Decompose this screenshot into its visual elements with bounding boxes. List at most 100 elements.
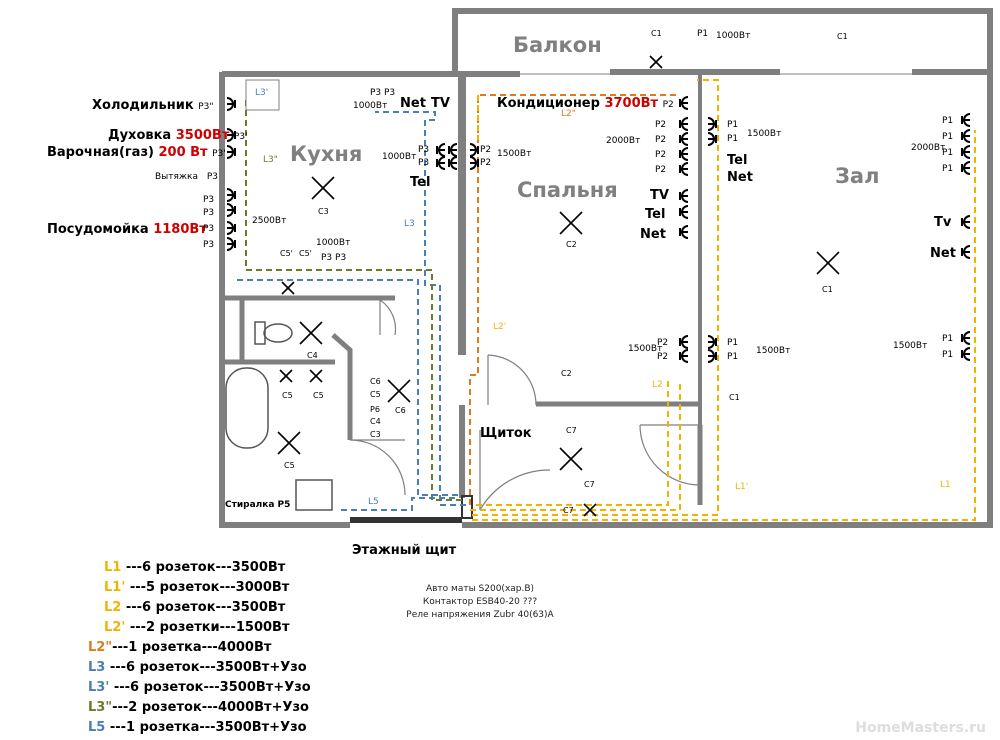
p2000-hall: 2000Вт: [911, 143, 946, 153]
bed-left-0: Р2: [480, 145, 492, 155]
legend-code: L5: [88, 720, 106, 735]
socket-icon: [961, 245, 971, 259]
net-bed: Net: [640, 227, 666, 242]
watermark: HomeMasters.ru: [855, 720, 986, 736]
sw-c4-r: С4: [370, 417, 381, 426]
washer-label: Стиралка Р5: [225, 500, 291, 510]
socket-icon: [226, 128, 236, 142]
line-L1p: [472, 79, 719, 516]
socket-icon: [707, 117, 717, 131]
dishwasher-label: Посудомойка 1180Вт: [47, 222, 207, 237]
tel-hall: Tel: [727, 153, 748, 168]
line-L3pp: [245, 100, 462, 501]
sw-c5p-2: С5': [299, 249, 312, 258]
lbl-L2p: L2': [493, 322, 507, 332]
dishwasher-name: Посудомойка: [47, 222, 149, 237]
sw-c1-balc2: С1: [837, 32, 848, 41]
legend-text: ---1 розетка---3500Вт+Узо: [105, 720, 307, 735]
tv-k: TV: [431, 96, 450, 111]
sw-c5p-1: С5': [280, 249, 293, 258]
lbl-L3pp: L3": [263, 155, 278, 165]
legend-text: ---2 розетки---1500Вт: [125, 620, 290, 635]
lamp-c5-a: [279, 369, 293, 383]
p1500-bed-low: 1500Вт: [628, 344, 663, 354]
k-top-1: Р3: [384, 88, 396, 98]
p1000-top: 1000Вт: [716, 31, 751, 41]
legend-row: L3 ---6 розеток---3500Вт+Узо: [88, 658, 307, 678]
sw-c3-r: С3: [370, 430, 381, 439]
lbl-L1: L1: [940, 480, 951, 490]
sw-c7-c: С7: [563, 506, 574, 515]
legend-row: L5 ---1 розетка---3500Вт+Узо: [88, 718, 307, 738]
hall-top-right-1: Р1: [942, 132, 954, 142]
lamp-c4: [299, 321, 323, 345]
hall-top-right-3: Р1: [942, 164, 954, 174]
floor-panel-box: [350, 517, 462, 523]
sw-c4: С4: [307, 351, 318, 360]
lamp-c1-balc: [649, 55, 663, 69]
socket-icon: [707, 349, 717, 363]
shchitok-box: [461, 495, 473, 519]
tel-bed: Tel: [645, 207, 666, 222]
hood-label: Вытяжка Р3: [155, 172, 218, 182]
socket-icon: [436, 143, 446, 157]
lamp-c7-b: [583, 503, 597, 517]
walls: [219, 8, 993, 528]
floor-plan: [219, 8, 993, 528]
socket-icon: [448, 156, 458, 170]
room-balcony: Балкон: [513, 33, 602, 57]
stove-power: 200 Вт: [158, 145, 208, 160]
legend-row: L1' ---5 розеток---3000Вт: [104, 578, 289, 598]
socket-icon: [679, 349, 689, 363]
sockets: [226, 96, 971, 363]
stove-label: Варочная(газ) 200 Вт Р3': [47, 145, 226, 160]
lamp-c6: [387, 379, 411, 403]
sw-c6-r: С6: [370, 377, 381, 386]
hall-top-left-1: Р1: [727, 134, 739, 144]
sw-c3: С3: [318, 207, 329, 216]
k-left-2: Р3: [203, 224, 215, 234]
room-hall: Зал: [835, 164, 880, 188]
hall-low-left-0: Р1: [727, 338, 739, 348]
legend-text: ---1 розетка---4000Вт: [112, 640, 272, 655]
room-bedroom: Спальня: [517, 178, 618, 202]
sw-c7: С7: [566, 426, 577, 435]
legend-code: L2": [88, 640, 113, 655]
socket-icon: [679, 335, 689, 349]
sw-c1: С1: [822, 285, 833, 294]
lbl-L1p: L1': [735, 482, 749, 492]
legend-code: L3': [88, 680, 110, 695]
legend-code: L3": [88, 700, 113, 715]
bed-low-right-0: Р2: [657, 338, 669, 348]
lamp-c5-b: [309, 369, 323, 383]
net-hall: Net: [727, 170, 753, 185]
legend-row: L1 ---6 розеток---3500Вт: [104, 558, 285, 578]
socket-icon: [961, 113, 971, 127]
equipment-notes: Авто маты S200(хар.В) Контактор ESB40-20…: [400, 583, 560, 622]
doors: [349, 299, 701, 511]
oven-name: Духовка: [108, 128, 172, 143]
bathtub: [225, 367, 269, 449]
lamp-c2: [559, 211, 583, 235]
socket-icon: [226, 188, 236, 202]
legend-row: L3' ---6 розеток---3500Вт+Узо: [88, 678, 311, 698]
note-2: Реле напряжения Zubr 40(63)А: [406, 610, 554, 620]
line-L2: [470, 380, 681, 511]
washer-box: [295, 479, 333, 511]
bed-low-right-1: Р2: [657, 352, 669, 362]
fixtures: [225, 321, 333, 511]
socket-icon: [707, 132, 717, 146]
toilet-bowl: [263, 323, 293, 343]
sw-c1-balc: С1: [651, 29, 662, 38]
bed-right-1: Р2: [655, 135, 667, 145]
socket-icon: [226, 145, 236, 159]
socket-icon: [679, 117, 689, 131]
room-kitchen: Кухня: [290, 142, 363, 166]
net-k: Net: [400, 96, 426, 111]
fridge-code: Р3": [198, 102, 214, 112]
k-right-1: Р3: [418, 158, 430, 168]
aircon-label: Кондиционер 3700Вт Р2: [497, 96, 674, 111]
p1000-k-right: 1000Вт: [382, 152, 417, 162]
sw-c1-b: С1: [729, 393, 740, 402]
note-0: Авто маты S200(хар.В): [425, 584, 535, 594]
